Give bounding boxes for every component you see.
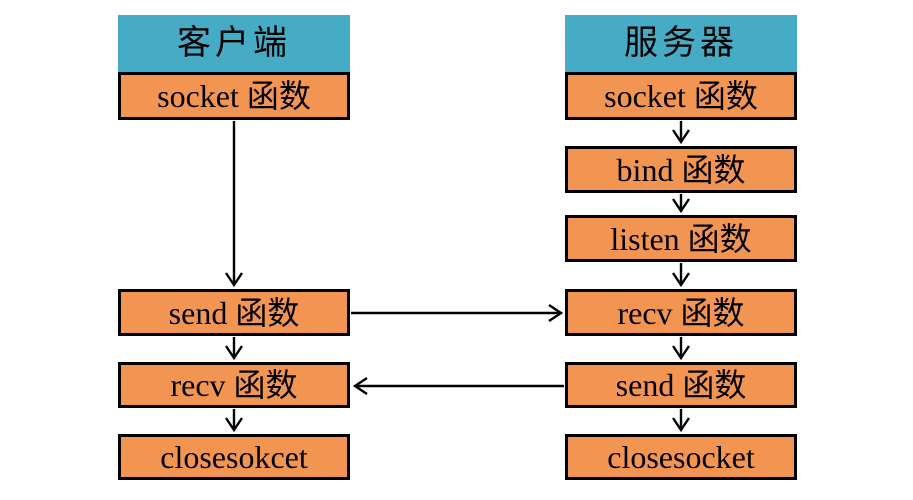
client-step-recv: recv 函数 — [118, 362, 350, 408]
server-step-socket: socket 函数 — [565, 72, 797, 120]
server-header: 服务器 — [565, 15, 797, 72]
server-step-bind: bind 函数 — [565, 146, 797, 193]
client-step-send: send 函数 — [118, 289, 350, 336]
client-step-socket: socket 函数 — [118, 72, 350, 120]
server-step-closesocket: closesocket — [565, 434, 797, 480]
server-step-recv: recv 函数 — [565, 289, 797, 336]
client-step-closesocket: closesokcet — [118, 434, 350, 480]
server-step-send: send 函数 — [565, 362, 797, 408]
client-header: 客户端 — [118, 15, 350, 72]
server-step-listen: listen 函数 — [565, 215, 797, 262]
